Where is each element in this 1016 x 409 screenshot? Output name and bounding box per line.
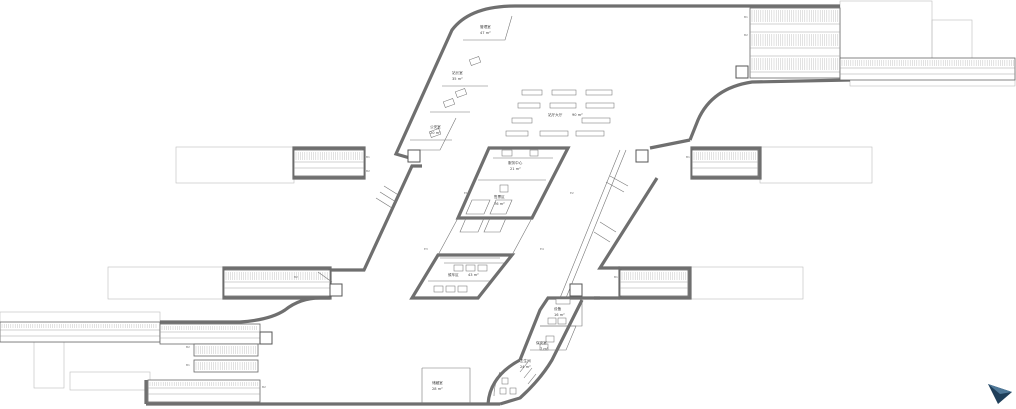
service-name: 服务中心 — [508, 160, 523, 165]
store-area: 28 m² — [432, 387, 443, 391]
upper-left-rooms — [410, 15, 513, 151]
structural-cores — [259, 65, 749, 345]
room-b-area: 35 m² — [452, 77, 463, 81]
north-arrow-icon — [988, 384, 1012, 404]
annotations: E1 E2 E3 E4 — [424, 191, 574, 251]
wc-name: 卫生间 — [520, 358, 531, 363]
room-c-name: 公安室 — [430, 124, 441, 129]
ticket-name: 售票区 — [494, 194, 505, 199]
wc-area: 24 m² — [520, 365, 531, 369]
hall-seating — [505, 89, 615, 137]
central-island-lower — [409, 253, 516, 300]
escalator-top-right — [749, 7, 850, 79]
room-a-area: 47 m² — [480, 31, 491, 35]
stair-tag: B1 — [744, 15, 748, 19]
wait-name: 候车区 — [448, 272, 459, 277]
escalator-left-lower — [223, 269, 331, 297]
stair-tag: B2 — [262, 385, 266, 389]
stair-tag: B1 — [614, 275, 618, 279]
equip-area: 16 m² — [554, 313, 565, 317]
lower-right-rooms — [421, 297, 583, 404]
hall-area: 90 m² — [572, 113, 583, 117]
stair-tag: B1 — [686, 155, 690, 159]
annotation: E2 — [570, 191, 574, 195]
stair-tag: B2 — [186, 345, 190, 349]
guard-name: 保安室 — [536, 340, 547, 345]
stair-tag: B2 — [366, 169, 370, 173]
guard-area: 7 m² — [540, 347, 549, 351]
escalator-banks — [0, 7, 1016, 403]
stair-tag: B2 — [294, 275, 298, 279]
store-name: 储藏室 — [432, 380, 443, 385]
hall-name: 站厅大厅 — [548, 112, 563, 117]
annotation: E1 — [464, 191, 468, 195]
escalator-right-upper — [691, 149, 759, 177]
service-area: 21 m² — [510, 167, 521, 171]
arm-stairs — [317, 175, 629, 283]
escalator-right-lower — [619, 269, 689, 297]
stair-tag: B1 — [186, 363, 190, 367]
middle-island — [437, 149, 627, 299]
room-labels: 管理室 47 m² 站长室 35 m² 公安室 20 m² 站厅大厅 90 m²… — [430, 24, 583, 391]
annotation: E4 — [540, 247, 544, 251]
stair-tags: B1 B2 B1 B2 B1 B2 B1 B2 B1 B2 — [186, 15, 748, 389]
stair-hatching — [1, 10, 1014, 386]
room-b-name: 站长室 — [452, 70, 463, 75]
wait-area: 43 m² — [468, 273, 479, 277]
stair-tag: B2 — [744, 33, 748, 37]
equip-name: 设备 — [554, 306, 562, 311]
escalator-bottom-left-inner — [159, 323, 261, 345]
escalator-bottom-stack — [147, 343, 261, 403]
room-a-name: 管理室 — [480, 24, 491, 29]
annotation: E3 — [424, 247, 428, 251]
ticket-area: 76 m² — [494, 202, 505, 206]
stair-tag: B1 — [366, 155, 370, 159]
room-c-area: 20 m² — [430, 131, 441, 135]
